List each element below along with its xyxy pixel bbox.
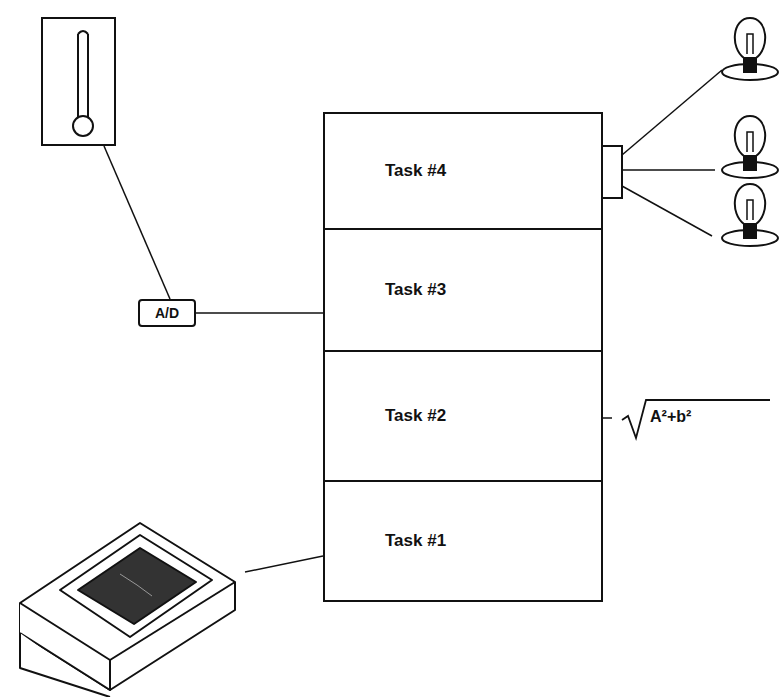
node-text: A/D: [155, 305, 179, 321]
node-text: Task #4: [385, 161, 446, 181]
sensor-wire: [104, 146, 170, 299]
node-text: Task #1: [385, 531, 446, 551]
converter-box: A/D: [138, 299, 196, 327]
thermometer: [42, 18, 115, 145]
radical-sign: [622, 400, 770, 438]
terminal-cable: [245, 556, 323, 572]
task-box: Task #1: [323, 480, 603, 602]
lamp-symbols: [722, 18, 778, 246]
formula-label: A²+b²: [650, 408, 691, 426]
task-box: Task #2: [323, 350, 603, 482]
node-text: Task #3: [385, 280, 446, 300]
node-text: Task #2: [385, 406, 446, 426]
output-line: [603, 417, 612, 419]
connector-line: [196, 312, 323, 314]
task-box: Task #4: [323, 112, 603, 230]
task-box: Task #3: [323, 228, 603, 352]
terminal-illustration: [20, 523, 235, 697]
lamp-wiring: [596, 70, 722, 236]
